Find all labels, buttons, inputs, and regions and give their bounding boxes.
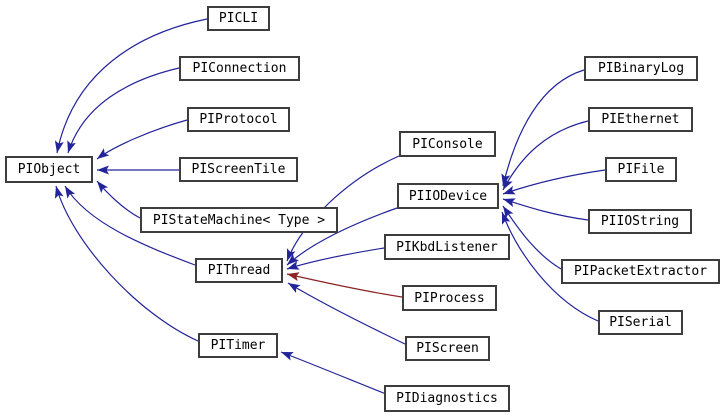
node-label: PIIOString xyxy=(600,214,680,229)
edge-piserial-to-piiodevice xyxy=(501,211,599,322)
edge-pifile-to-piiodevice xyxy=(502,169,606,195)
node-piscreentile[interactable]: PIScreenTile xyxy=(179,157,298,182)
node-label: PIConsole xyxy=(412,136,483,152)
edge-pidiagnostics-to-pitimer xyxy=(280,351,387,395)
node-label: PIPacketExtractor xyxy=(573,264,708,279)
node-pidiagnostics[interactable]: PIDiagnostics xyxy=(384,385,510,412)
edge-piconsole-to-pithread xyxy=(286,155,400,262)
node-label: PITimer xyxy=(210,338,266,353)
edge-piiostring-to-piiodevice xyxy=(502,198,589,221)
node-piobject[interactable]: PIObject xyxy=(5,156,93,183)
node-piprotocol[interactable]: PIProtocol xyxy=(187,107,290,132)
node-piscreen[interactable]: PIScreen xyxy=(405,336,490,361)
edge-piiodevice-to-pithread xyxy=(286,207,398,266)
node-label: PIObject xyxy=(17,162,81,177)
node-label: PIStateMachine< Type > xyxy=(152,212,326,228)
node-label: PICLI xyxy=(218,11,259,26)
node-label: PIIODevice xyxy=(408,188,488,204)
edge-piprotocol-to-piobject xyxy=(96,119,188,160)
node-label: PIScreen xyxy=(416,341,479,356)
node-pibinarylog[interactable]: PIBinaryLog xyxy=(584,56,698,81)
node-label: PIDiagnostics xyxy=(396,391,498,406)
node-piiostring[interactable]: PIIOString xyxy=(588,209,692,234)
node-piconsole[interactable]: PIConsole xyxy=(399,131,496,157)
node-label: PIProtocol xyxy=(199,112,278,127)
node-label: PIScreenTile xyxy=(191,162,286,177)
edge-piconnection-to-piobject xyxy=(67,67,180,154)
node-piserial[interactable]: PISerial xyxy=(598,310,683,335)
node-label: PIConnection xyxy=(192,61,287,76)
edge-picli-to-piobject xyxy=(54,18,208,154)
edge-pitimer-to-piobject xyxy=(54,185,199,342)
node-pitimer[interactable]: PITimer xyxy=(198,333,278,358)
edge-piethernet-to-piiodevice xyxy=(502,120,589,191)
node-piethernet[interactable]: PIEthernet xyxy=(588,107,693,132)
edge-pithread-to-piobject xyxy=(64,185,196,266)
node-picli[interactable]: PICLI xyxy=(207,6,270,31)
node-pifile[interactable]: PIFile xyxy=(605,157,677,182)
node-label: PISerial xyxy=(609,315,672,330)
node-label: PIFile xyxy=(617,162,665,177)
node-label: PIEthernet xyxy=(601,112,680,127)
node-label: PIProcess xyxy=(414,290,485,306)
edge-pikbdlistener-to-pithread xyxy=(286,247,385,270)
node-pistatemachine[interactable]: PIStateMachine< Type > xyxy=(140,207,338,233)
node-label: PIThread xyxy=(207,263,271,278)
node-label: PIBinaryLog xyxy=(597,61,685,76)
node-piconnection[interactable]: PIConnection xyxy=(179,56,300,81)
node-piprocess[interactable]: PIProcess xyxy=(402,285,497,311)
node-pikbdlistener[interactable]: PIKbdListener xyxy=(384,234,510,260)
edge-pipacketextractor-to-piiodevice xyxy=(502,205,562,270)
edge-piprocess-to-pithread xyxy=(286,272,403,298)
node-piiodevice[interactable]: PIIODevice xyxy=(397,183,499,209)
node-label: PIKbdListener xyxy=(396,239,498,255)
edge-pistatemachine-to-piobject xyxy=(96,180,141,219)
edge-piscreen-to-pithread xyxy=(287,282,406,345)
node-pipacketextractor[interactable]: PIPacketExtractor xyxy=(561,259,720,284)
edge-pibinarylog-to-piiodevice xyxy=(501,69,585,187)
node-pithread[interactable]: PIThread xyxy=(195,258,283,283)
